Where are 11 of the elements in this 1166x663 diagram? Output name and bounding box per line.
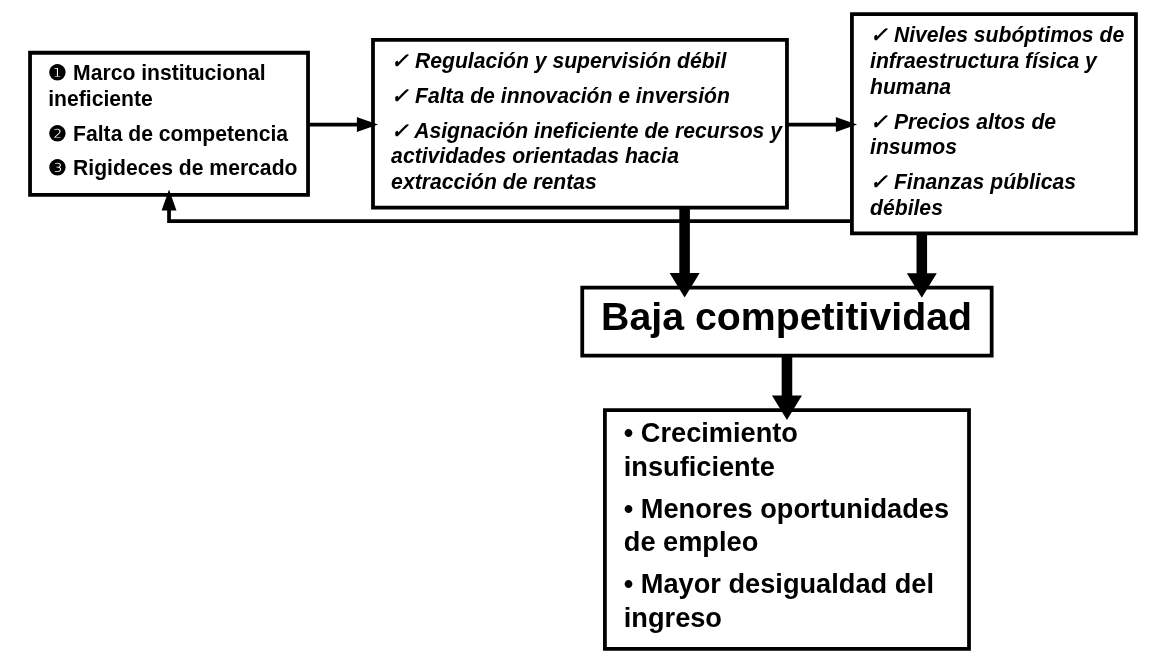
arrow bbox=[771, 356, 802, 420]
arrow bbox=[669, 207, 700, 298]
arrow bbox=[161, 189, 852, 224]
arrow bbox=[787, 117, 858, 132]
node-box: ❶ Marco institucional ineficiente ❷ Falta de competencia ❸ Rigideces de mercado bbox=[28, 50, 310, 197]
node-box: Baja competitividad bbox=[580, 285, 994, 358]
node-box: ✓ Regulación y supervisión débil ✓ Falta de innovación e inversión ✓ Asignación ineficiente de recursos y actividades orientadas hacia extracción de rentas bbox=[371, 38, 789, 210]
arrow bbox=[906, 233, 937, 298]
arrow bbox=[308, 117, 379, 132]
node-box: ✓ Niveles subóptimos de infraestructura física y humana ✓ Precios altos de insumos ✓ Finanzas públicas débiles bbox=[850, 12, 1138, 236]
node-box: • Crecimiento insuficiente • Menores oportunidades de empleo • Mayor desigualdad del ingreso bbox=[603, 408, 971, 651]
